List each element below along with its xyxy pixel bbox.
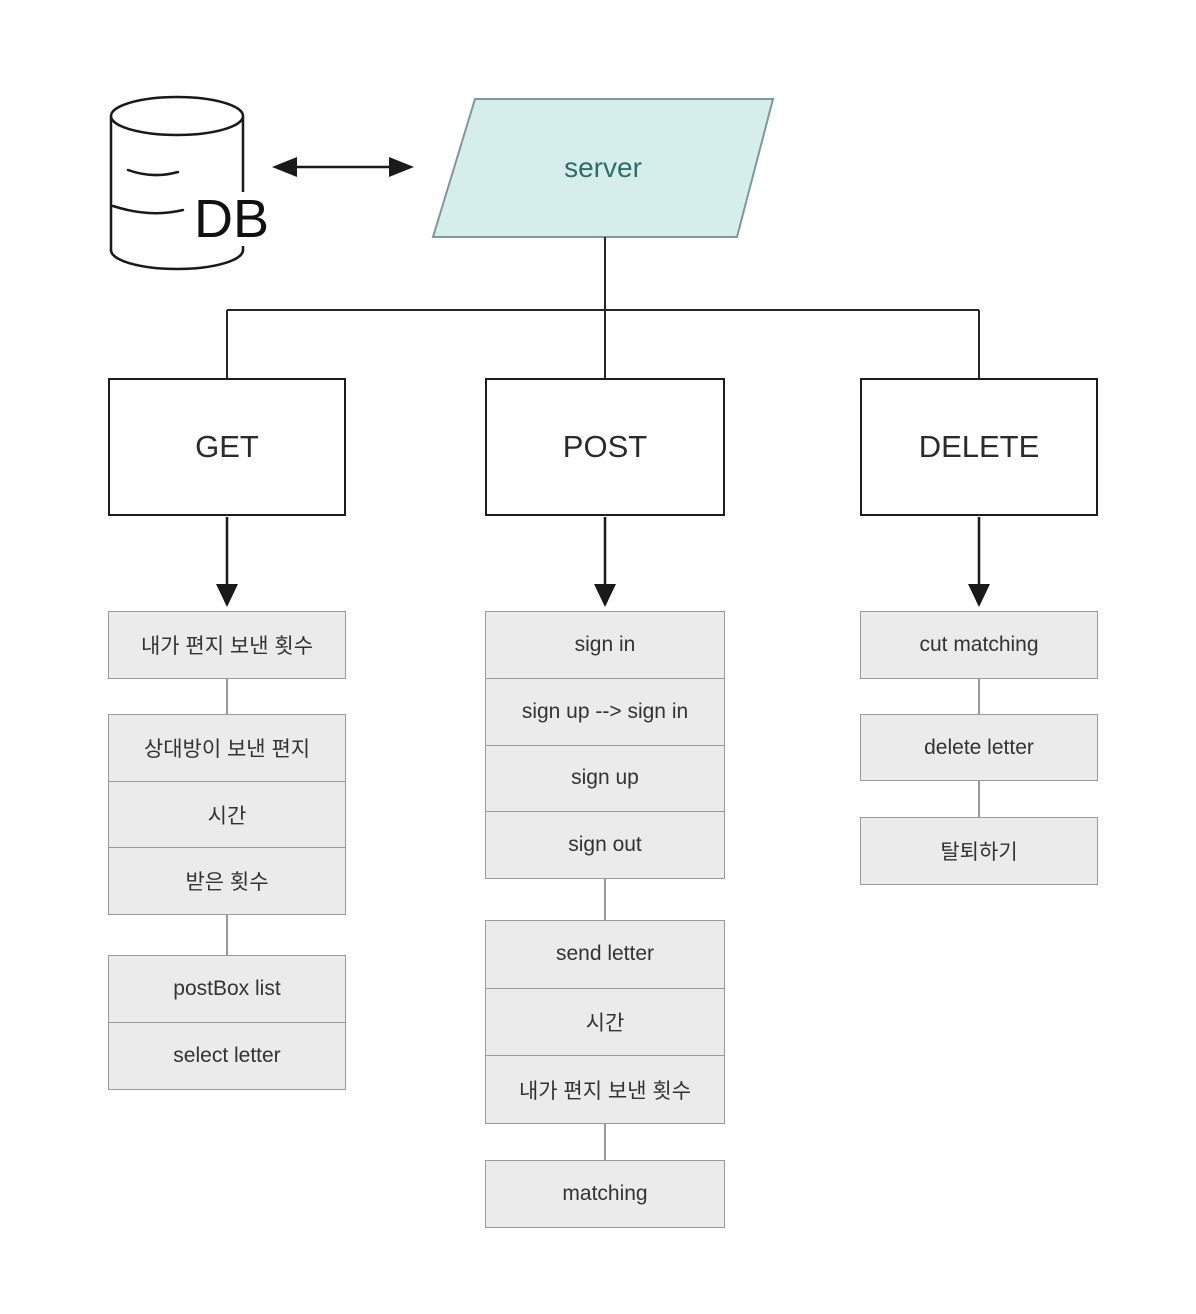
method-box-post: POST bbox=[485, 378, 725, 516]
delete-down-arrow bbox=[968, 517, 990, 607]
get-group-2: 상대방이 보낸 편지 시간 받은 횟수 bbox=[108, 714, 346, 915]
server-label: server bbox=[564, 152, 642, 183]
post-connector-1 bbox=[604, 879, 606, 920]
list-item: send letter bbox=[555, 942, 655, 966]
post-group-2: send letter 시간 내가 편지 보낸 횟수 bbox=[485, 920, 725, 1124]
delete-group-2: delete letter bbox=[860, 714, 1098, 781]
post-down-arrow bbox=[594, 517, 616, 607]
list-item: select letter bbox=[109, 1022, 345, 1089]
list-item: 내가 편지 보낸 횟수 bbox=[486, 1055, 724, 1123]
post-group-1: sign in sign up --> sign in sign up sign… bbox=[485, 611, 725, 879]
list-item: 시간 bbox=[109, 780, 345, 848]
list-item: 내가 편지 보낸 횟수 bbox=[140, 635, 314, 658]
get-connector-1 bbox=[226, 679, 228, 714]
list-item: 시간 bbox=[486, 987, 724, 1056]
delete-connector-2 bbox=[978, 781, 980, 817]
delete-group-1: cut matching bbox=[860, 611, 1098, 679]
post-group-3: matching bbox=[485, 1160, 725, 1228]
db-server-double-arrow bbox=[272, 157, 414, 177]
list-item: delete letter bbox=[924, 735, 1034, 759]
get-connector-2 bbox=[226, 915, 228, 955]
get-group-3: postBox list select letter bbox=[108, 955, 346, 1090]
list-item: sign out bbox=[486, 811, 724, 878]
get-down-arrow bbox=[216, 517, 238, 607]
list-item: matching bbox=[562, 1182, 648, 1205]
list-item: cut matching bbox=[919, 633, 1039, 656]
list-item: 상대방이 보낸 편지 bbox=[143, 737, 311, 761]
get-group-1: 내가 편지 보낸 횟수 bbox=[108, 611, 346, 679]
post-connector-2 bbox=[604, 1124, 606, 1160]
delete-group-3: 탈퇴하기 bbox=[860, 817, 1098, 885]
database-cylinder-icon bbox=[109, 95, 245, 271]
delete-connector-1 bbox=[978, 679, 980, 714]
server-to-methods-tree-line bbox=[226, 237, 980, 378]
db-label: DB bbox=[190, 192, 274, 246]
server-parallelogram bbox=[431, 98, 775, 238]
list-item: sign up bbox=[486, 744, 724, 812]
list-item: sign in bbox=[574, 632, 636, 656]
list-item: postBox list bbox=[173, 977, 281, 1000]
method-box-delete: DELETE bbox=[860, 378, 1098, 516]
list-item: sign up --> sign in bbox=[486, 677, 724, 745]
list-item: 탈퇴하기 bbox=[940, 841, 1018, 864]
method-box-get: GET bbox=[108, 378, 346, 516]
list-item: 받은 횟수 bbox=[109, 847, 345, 914]
